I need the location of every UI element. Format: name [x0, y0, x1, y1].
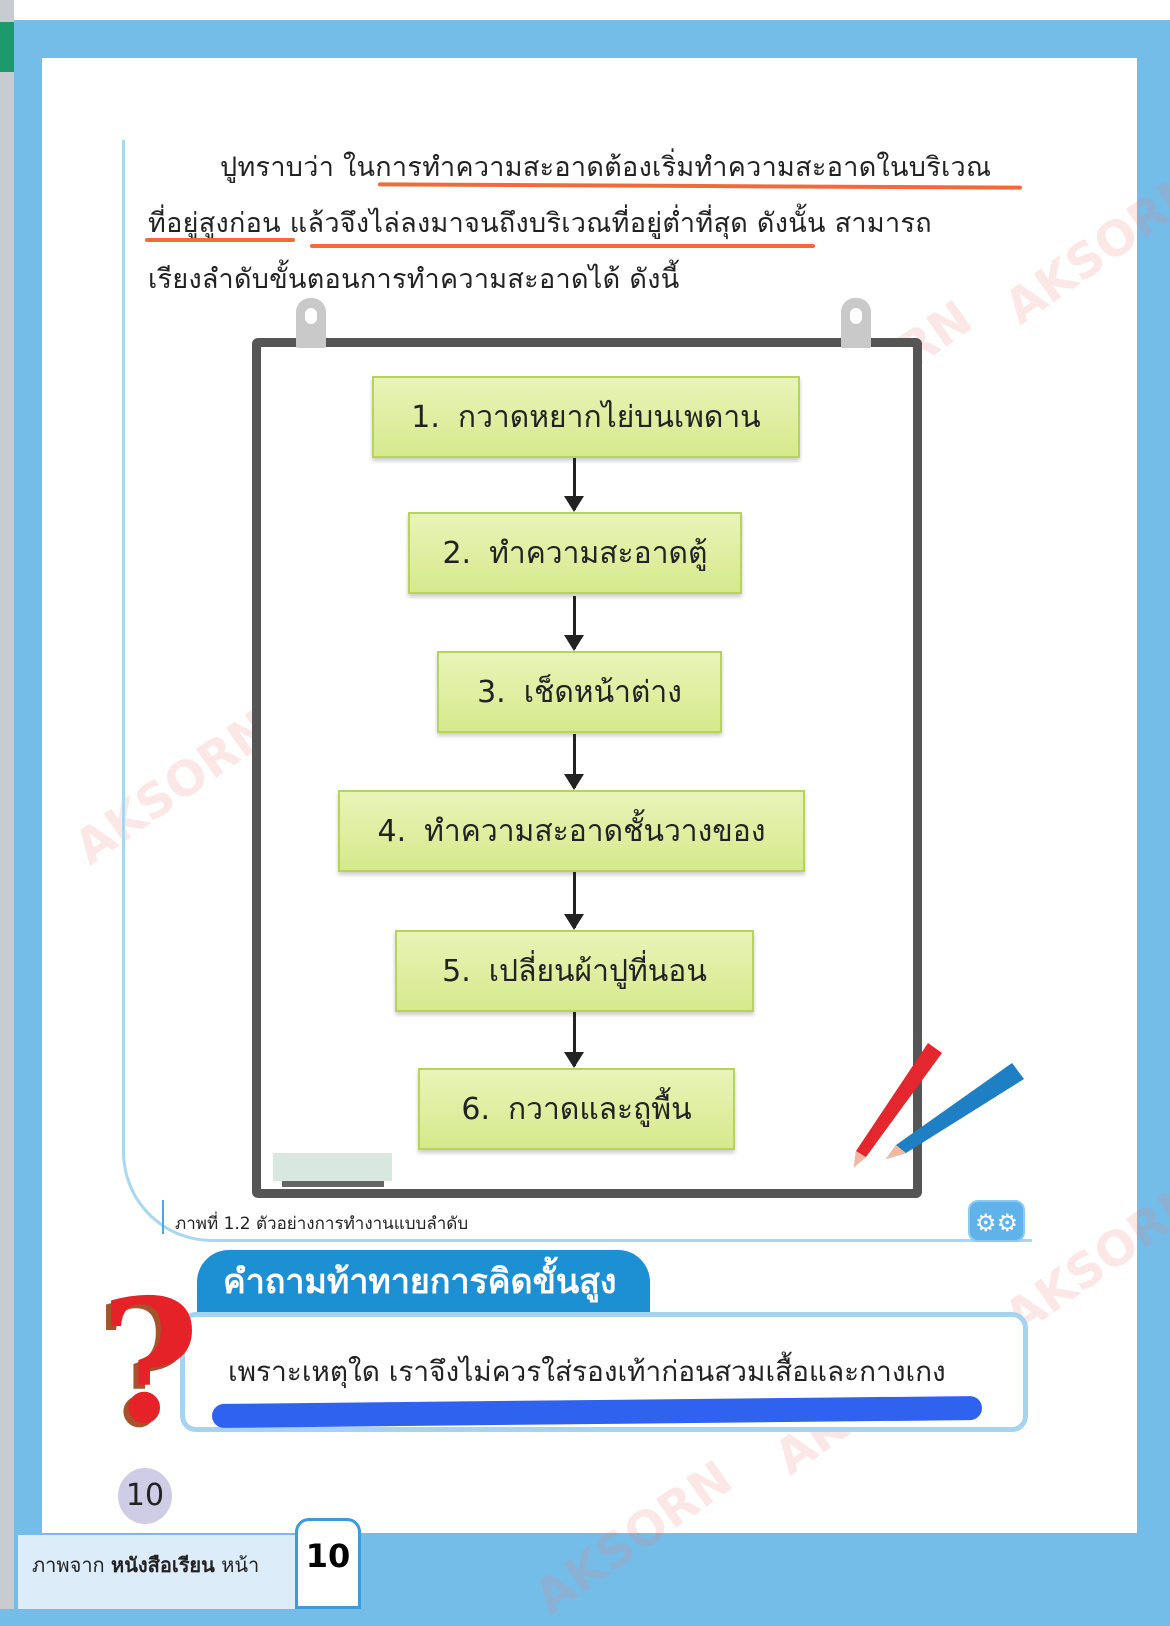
whiteboard — [252, 338, 922, 1198]
footer-suffix: หน้า — [221, 1553, 260, 1577]
step-number: 5. — [442, 953, 471, 989]
footer-page-number: 10 — [295, 1518, 361, 1609]
question-mark-mascot-icon: ? — [100, 1262, 200, 1462]
step-text: ทำความสะอาดชั้นวางของ — [424, 813, 766, 849]
pencils-icon — [854, 1043, 1024, 1167]
challenge-title: คำถามท้าทายการคิดขั้นสูง — [197, 1250, 650, 1314]
flow-step-1: 1. กวาดหยากไย่บนเพดาน — [372, 376, 800, 458]
arrow-down-icon — [564, 872, 584, 930]
caption-bar — [162, 1200, 164, 1234]
footer-prefix: ภาพจาก — [32, 1553, 105, 1577]
underline-annotation — [145, 238, 295, 242]
step-number: 6. — [461, 1091, 490, 1127]
intro-line-2: ที่อยู่สูงก่อน แล้วจึงไล่ลงมาจนถึงบริเวณ… — [148, 208, 932, 239]
step-number: 1. — [411, 399, 440, 435]
intro-line-3: เรียงลำดับขั้นตอนการทำความสะอาดได้ ดังนี… — [148, 264, 680, 295]
figure-caption: ภาพที่ 1.2 ตัวอย่างการทำงานแบบลำดับ — [175, 1214, 469, 1234]
arrow-down-icon — [564, 596, 584, 651]
footer-book: หนังสือเรียน — [111, 1553, 215, 1577]
flow-step-2: 2. ทำความสะอาดตู้ — [408, 512, 742, 594]
step-number: 3. — [477, 674, 506, 710]
pin-icon — [841, 298, 871, 348]
flow-step-6: 6. กวาดและถูพื้น — [418, 1068, 735, 1150]
side-strip — [0, 0, 14, 1609]
arrow-down-icon — [564, 458, 584, 512]
step-number: 2. — [442, 535, 472, 571]
intro-line-1: ปูทราบว่า ในการทำความสะอาดต้องเริ่มทำควา… — [220, 152, 992, 183]
top-bar — [0, 0, 1170, 20]
step-text: เช็ดหน้าต่าง — [523, 674, 682, 710]
board-tray — [282, 1181, 384, 1187]
eraser-icon — [273, 1153, 392, 1181]
step-text: กวาดและถูพื้น — [508, 1091, 692, 1127]
step-text: ทำความสะอาดตู้ — [489, 535, 708, 571]
side-strip-marker — [0, 22, 14, 72]
arrow-down-icon — [564, 1012, 584, 1068]
step-text: กวาดหยากไย่บนเพดาน — [457, 399, 761, 435]
step-number: 4. — [377, 813, 407, 849]
flow-step-4: 4. ทำความสะอาดชั้นวางของ — [338, 790, 805, 872]
challenge-question: เพราะเหตุใด เราจึงไม่ควรใส่รองเท้าก่อนสว… — [228, 1355, 946, 1388]
pin-icon — [296, 298, 326, 348]
section-border — [122, 140, 1032, 1242]
page-number: 10 — [118, 1468, 172, 1524]
arrow-down-icon — [564, 734, 584, 790]
step-text: เปลี่ยนผ้าปูที่นอน — [488, 953, 707, 989]
underline-annotation — [310, 244, 815, 248]
footer-source: ภาพจาก หนังสือเรียน หน้า — [18, 1535, 298, 1609]
flow-step-5: 5. เปลี่ยนผ้าปูที่นอน — [395, 930, 754, 1012]
gear-icon: ⚙⚙ — [968, 1200, 1025, 1242]
flow-step-3: 3. เช็ดหน้าต่าง — [437, 651, 722, 733]
